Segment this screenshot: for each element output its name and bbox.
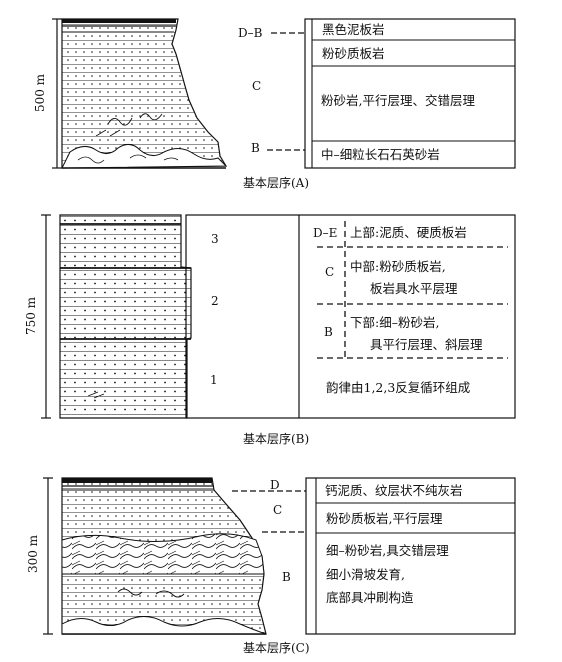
- thickness-label-c: 300 m: [26, 534, 40, 573]
- description-box-a: [304, 18, 516, 169]
- desc-b-1: 上部:泥质、硬质板岩: [350, 225, 467, 240]
- desc-b-5: 具平行层理、斜层理: [370, 337, 483, 352]
- unit-label-c-c: C: [273, 503, 282, 517]
- section-a: 500 m D–B C B 黑色泥板岩 粉砂质板岩 粉砂岩,平行层理、交错层理 …: [33, 18, 516, 190]
- desc-c-5: 底部具冲刷构造: [326, 590, 414, 605]
- unit-label-a-db: D–B: [238, 26, 263, 40]
- section-c: 300 m D C B 钙泥质、纹层状不纯灰岩 粉砂质板岩,平行层理 细–粉砂岩…: [26, 477, 516, 655]
- caption-a: 基本层序(A): [243, 175, 309, 190]
- desc-b-3: 板岩具水平层理: [370, 281, 458, 296]
- unit-label-a-c: C: [252, 79, 261, 93]
- desc-b-6: 韵律由1,2,3反复循环组成: [326, 380, 470, 395]
- desc-a-4: 中–细粒长石石英砂岩: [321, 147, 440, 162]
- desc-c-2: 粉砂质板岩,平行层理: [326, 511, 443, 526]
- column-profile-a: [61, 18, 228, 169]
- desc-c-4: 细小滑坡发育,: [326, 567, 405, 582]
- black-shale-band-a: [62, 19, 176, 23]
- caption-b: 基本层序(B): [243, 431, 309, 446]
- desc-a-1: 黑色泥板岩: [322, 22, 385, 37]
- column-profile-b: [59, 214, 192, 419]
- desc-b-2: 中部:粉砂质板岩,: [350, 259, 446, 274]
- unit-label-b-de: D–E: [313, 226, 337, 240]
- limestone-band-c: [62, 478, 212, 483]
- cycle-label-2: 2: [211, 294, 219, 308]
- thickness-label-a: 500 m: [33, 73, 47, 112]
- unit-label-b-c: C: [325, 265, 334, 279]
- desc-c-1: 钙泥质、纹层状不纯灰岩: [325, 483, 463, 498]
- section-b: 750 m 3 2 1 D–E C B 上部:泥质、硬质板岩 中部:粉砂质板岩,…: [24, 214, 516, 446]
- thickness-label-b: 750 m: [24, 296, 38, 335]
- cycle-label-1: 1: [210, 373, 218, 387]
- scoured-base-c: [61, 616, 267, 635]
- desc-b-4: 下部:细–粉砂岩,: [350, 315, 439, 330]
- unit-label-a-b: B: [251, 141, 260, 155]
- desc-c-3: 细–粉砂岩,具交错层理: [326, 543, 449, 558]
- caption-c: 基本层序(C): [243, 640, 310, 655]
- desc-a-3: 粉砂岩,平行层理、交错层理: [321, 93, 475, 108]
- desc-a-2: 粉砂质板岩: [322, 46, 385, 61]
- unit-label-b-b: B: [324, 325, 333, 339]
- description-box-c: [305, 477, 516, 635]
- description-box-b: [185, 214, 516, 419]
- unit-label-c-b: B: [282, 570, 291, 584]
- cycle-label-3: 3: [211, 232, 219, 246]
- unit-label-c-d: D: [270, 478, 280, 492]
